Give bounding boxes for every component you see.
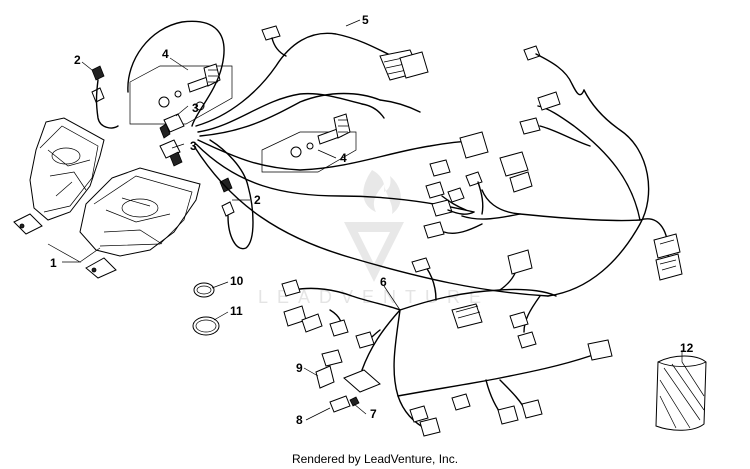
main-harness	[193, 32, 669, 297]
connector-multi-pin	[379, 49, 429, 81]
protective-sleeve	[655, 355, 707, 431]
bulb-assembly-lower	[261, 113, 357, 173]
socket-upper	[159, 113, 185, 139]
callout-4a: 4	[162, 47, 169, 61]
callout-10: 10	[230, 274, 244, 288]
callout-9: 9	[296, 361, 303, 375]
connector-lower	[219, 177, 235, 217]
callout-8: 8	[296, 413, 303, 427]
connector-cluster-mid	[423, 131, 533, 239]
callout-5: 5	[362, 13, 369, 27]
callout-1: 1	[50, 256, 57, 270]
callout-3a: 3	[192, 101, 199, 115]
callout-6: 6	[380, 275, 387, 289]
callout-3b: 3	[190, 139, 197, 153]
callout-12: 12	[680, 341, 694, 355]
callout-2a: 2	[74, 53, 81, 67]
headlight-right	[79, 167, 201, 279]
callout-4b: 4	[340, 151, 347, 165]
socket-lower	[159, 139, 183, 167]
callout-2b: 2	[254, 193, 261, 207]
callout-7: 7	[370, 407, 377, 421]
bulb-assembly-upper	[129, 63, 233, 125]
callout-11: 11	[230, 304, 243, 318]
connector-upper	[91, 65, 105, 103]
footer-credit: Rendered by LeadVenture, Inc.	[291, 452, 459, 466]
headlight-left	[13, 117, 105, 235]
